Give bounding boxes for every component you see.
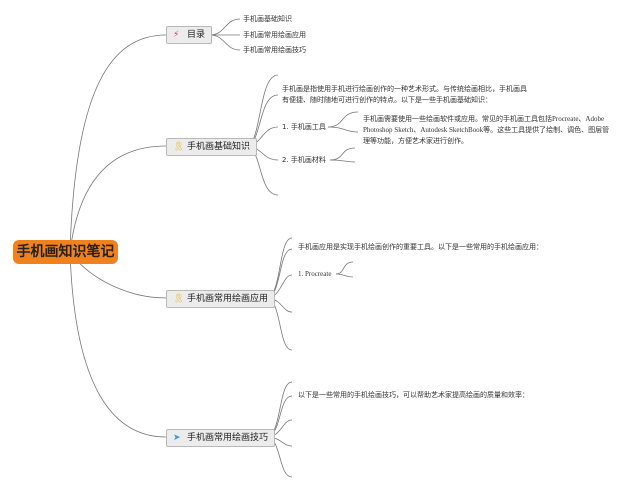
paper-plane-icon: ➤: [173, 433, 181, 443]
basics-intro[interactable]: 手机画是指使用手机进行绘画创作的一种艺术形式。与传统绘画相比，手机画具有便捷、随…: [282, 85, 527, 104]
ribbon-badge-icon: 🎗: [173, 142, 185, 152]
toc-item[interactable]: 手机画常用绘画应用: [243, 31, 306, 39]
branch-label: 手机画常用绘画应用: [187, 294, 269, 304]
branch-basics[interactable]: 🎗手机画基础知识: [166, 138, 258, 156]
ribbon-badge-icon: 🎗: [173, 294, 185, 304]
root-topic[interactable]: 手机画知识笔记: [13, 240, 118, 264]
toc-item[interactable]: 手机画基础知识: [243, 15, 292, 23]
branch-techniques[interactable]: ➤ 手机画常用绘画技巧: [166, 429, 276, 447]
tools-detail[interactable]: 手机画需要使用一些绘画软件或应用。常见的手机画工具包括Procreate、Ado…: [363, 115, 610, 145]
apps-intro[interactable]: 手机画应用是实现手机绘画创作的重要工具。以下是一些常用的手机绘画应用：: [298, 243, 543, 251]
basics-item-tools[interactable]: 1. 手机画工具: [282, 123, 326, 131]
branch-label: 目录: [187, 30, 206, 40]
magic-wand-icon: ⚡: [173, 30, 180, 40]
basics-item-materials[interactable]: 2. 手机画材料: [282, 156, 326, 164]
branch-label: 手机画常用绘画技巧: [187, 433, 269, 443]
branch-toc[interactable]: ⚡ 目录: [166, 26, 213, 44]
toc-item[interactable]: 手机画常用绘画技巧: [243, 46, 306, 54]
apps-item-procreate[interactable]: 1. Procreate: [298, 270, 332, 278]
branch-apps[interactable]: 🎗手机画常用绘画应用: [166, 290, 276, 308]
branch-label: 手机画基础知识: [187, 142, 251, 152]
techniques-intro[interactable]: 以下是一些常用的手机绘画技巧，可以帮助艺术家提高绘画的质量和效率：: [298, 391, 529, 399]
